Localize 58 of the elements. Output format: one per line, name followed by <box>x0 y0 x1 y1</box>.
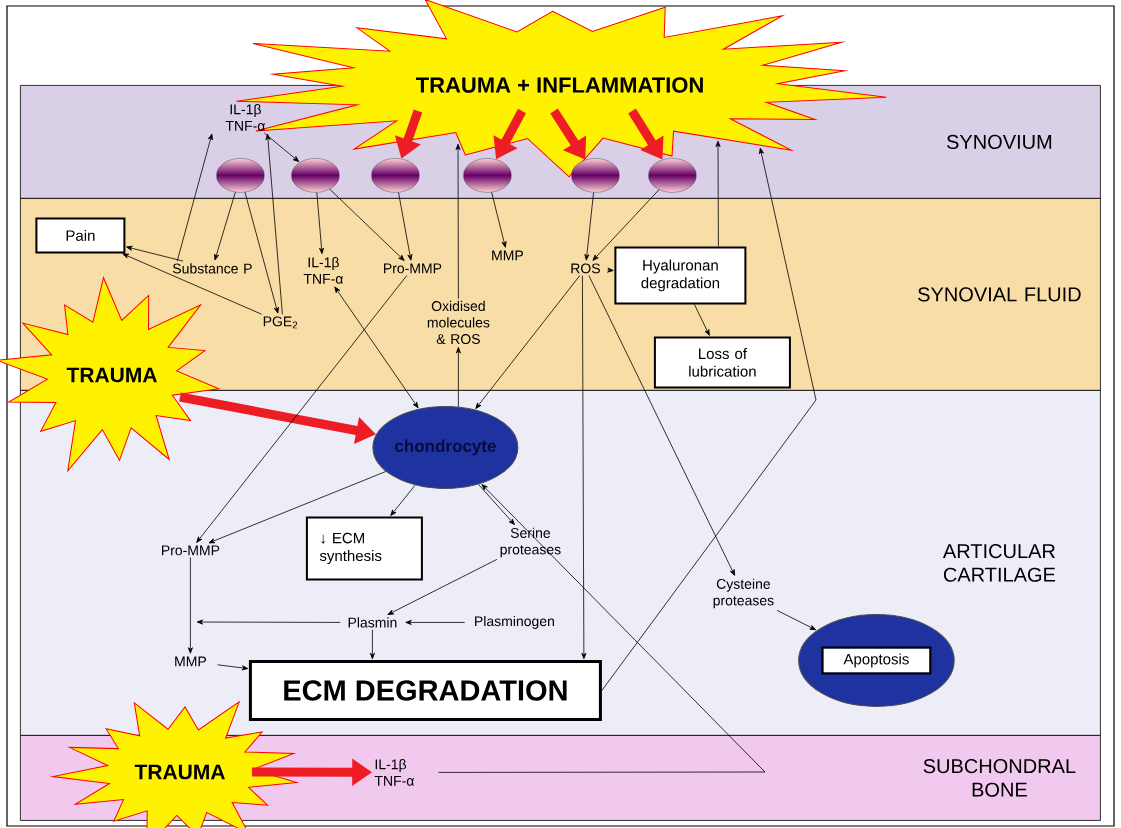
arrow <box>316 192 325 255</box>
arrow <box>217 664 249 671</box>
arrow <box>475 275 581 409</box>
arrow <box>244 191 279 314</box>
text-box: ↓ ECM synthesis <box>305 516 423 581</box>
arrow <box>387 559 498 615</box>
arrow <box>584 192 594 261</box>
arrow <box>196 619 341 625</box>
arrow <box>187 557 193 654</box>
starburst: TRAUMA <box>52 701 298 828</box>
arrow <box>438 484 766 773</box>
arrow <box>607 267 614 273</box>
node-label: Plasmin <box>348 617 397 628</box>
starburst: TRAUMA <box>0 277 220 472</box>
arrow <box>715 140 721 247</box>
text-box: ECM DEGRADATION <box>248 659 602 721</box>
node-label: Plasminogen <box>475 615 554 629</box>
oval-node: chondrocyte <box>372 405 519 489</box>
node-label: Cysteine proteases <box>713 578 774 609</box>
arrow <box>176 133 213 262</box>
arrow <box>214 191 236 261</box>
arrow <box>398 192 413 261</box>
arrow <box>601 147 817 691</box>
arrow <box>263 132 300 162</box>
node-label: Pro-MMP <box>162 545 220 556</box>
arrow <box>329 188 405 261</box>
oval-node: Apoptosis <box>798 613 955 707</box>
arrow <box>588 275 736 576</box>
text-box: Pain <box>35 217 126 254</box>
node-label: Serine proteases <box>500 527 561 558</box>
double-arrow <box>334 286 419 409</box>
node-label: IL-1β TNF-α <box>374 759 414 786</box>
arrow <box>581 275 587 660</box>
arrow <box>491 191 507 248</box>
text-box: Hyaluronan degradation <box>614 246 747 305</box>
node-label: Pro-MMP <box>384 263 442 274</box>
arrow <box>390 484 416 516</box>
node-label: MMP <box>492 250 523 261</box>
arrow <box>405 619 466 625</box>
arrow <box>592 189 660 261</box>
node-label: Oxidised molecules & ROS <box>427 300 490 345</box>
arrow <box>694 304 710 336</box>
arrow <box>265 133 283 315</box>
arrow <box>122 253 263 315</box>
arrow <box>455 347 461 408</box>
node-label: PGE$_{2}$ <box>263 316 298 329</box>
arrow <box>196 275 408 543</box>
arrow <box>208 471 387 544</box>
arrow <box>776 610 817 631</box>
node-label: Substance P <box>172 263 252 274</box>
arrow <box>455 143 461 299</box>
arrow <box>369 629 375 660</box>
arrow <box>126 245 184 262</box>
node-label: IL-1β TNF-α <box>303 257 343 284</box>
node-label: MMP <box>175 656 206 667</box>
node-label: ROS <box>571 263 600 274</box>
arrow <box>478 484 515 525</box>
text-box: Loss of lubrication <box>653 336 791 389</box>
